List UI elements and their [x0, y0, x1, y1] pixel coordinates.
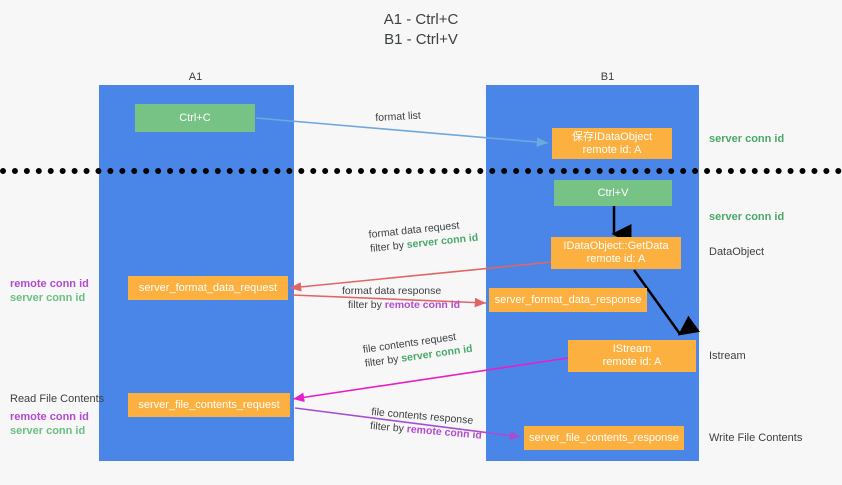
edge-label-format-list: format list	[375, 109, 421, 125]
column-title-a1: A1	[188, 71, 203, 83]
node-ctrl-v[interactable]: Ctrl+V	[554, 180, 672, 206]
edge-file-contents-request	[292, 357, 569, 403]
filter-by-prefix-1: filter by	[369, 239, 408, 255]
page-title: A1 - Ctrl+C B1 - Ctrl+V	[383, 11, 459, 48]
filter-by-value-2: remote conn id	[384, 299, 461, 311]
node-server-format-data-request[interactable]: server_format_data_request	[128, 276, 288, 300]
label-server-conn-id-1: server conn id	[709, 133, 785, 145]
node-idataobject-getdata[interactable]: IDataObject::GetData remote id: A	[551, 237, 681, 269]
label-read-file-contents: Read File Contents	[10, 393, 105, 405]
edge-file-contents-response	[294, 407, 522, 441]
label-server-conn-id-2: server conn id	[709, 211, 785, 223]
edge-label-format-data-response: format data response filter by remote co…	[342, 284, 460, 312]
node-server-format-data-response[interactable]: server_format_data_response	[489, 288, 647, 312]
label-server-conn-id-left-1: server conn id	[10, 292, 86, 304]
column-title-b1: B1	[600, 71, 615, 83]
node-idataobject-top[interactable]: 保存IDataObject remote id: A	[552, 128, 672, 159]
edge-label-format-data-response-line1: format data response	[342, 285, 442, 297]
node-ctrl-c[interactable]: Ctrl+C	[135, 104, 255, 132]
node-server-file-contents-request[interactable]: server_file_contents_request	[128, 393, 290, 417]
label-conn-pair-1: remote conn id server conn id	[10, 277, 89, 305]
edge-format-data-request	[289, 261, 553, 292]
edge-label-format-data-response-line2: filter by remote conn id	[342, 298, 460, 312]
label-server-conn-id-left-2: server conn id	[10, 425, 86, 437]
filter-by-prefix-2: filter by	[348, 299, 385, 311]
label-istream: Istream	[709, 350, 746, 362]
label-remote-conn-id-2: remote conn id	[10, 411, 89, 423]
edge-label-format-list-text: format list	[375, 109, 422, 124]
phase-divider	[0, 168, 842, 174]
node-istream[interactable]: IStream remote id: A	[568, 340, 696, 372]
node-server-file-contents-response[interactable]: server_file_contents_response	[524, 426, 684, 450]
label-remote-conn-id-1: remote conn id	[10, 278, 89, 290]
label-write-file-contents: Write File Contents	[709, 432, 803, 444]
filter-by-prefix-4: filter by	[369, 419, 408, 436]
label-dataobject: DataObject	[709, 246, 765, 258]
edge-format-list	[255, 117, 549, 147]
edge-format-data-response	[291, 294, 487, 308]
edge-getdata-to-istream	[632, 269, 701, 336]
label-conn-pair-2: remote conn id server conn id	[10, 410, 89, 438]
